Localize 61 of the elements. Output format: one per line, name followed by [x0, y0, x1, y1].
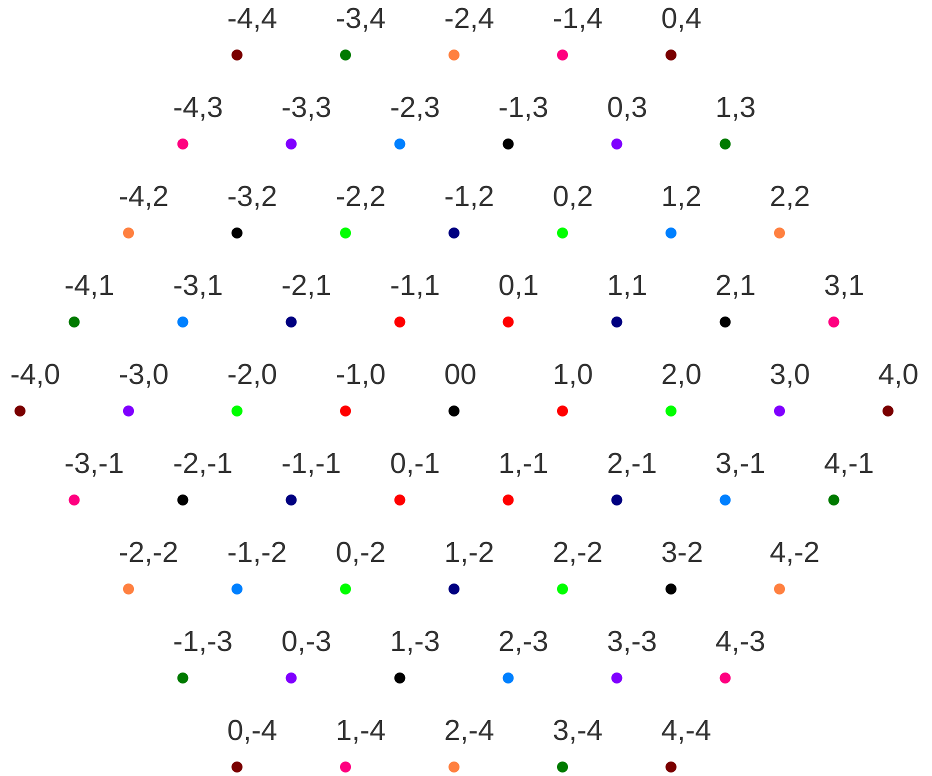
coordinate-label: -1,0	[337, 364, 385, 388]
coordinate-label: -2,-1	[174, 452, 232, 477]
coordinate-label: -1,1	[391, 275, 439, 299]
coordinate-label: 0,-1	[391, 452, 439, 477]
coordinate-label: 0,1	[500, 274, 538, 299]
coordinate-label: 3,-4	[554, 720, 602, 744]
coordinate-label: 1,3	[718, 96, 754, 121]
coordinate-label: 2,1	[716, 274, 754, 299]
coordinate-label: -2,4	[446, 8, 494, 32]
coordinate-label: 0,-2	[336, 542, 384, 566]
coordinate-label: 1,1	[609, 275, 646, 299]
coordinate-label: -2,-2	[120, 542, 177, 566]
coordinate-label: -1,3	[500, 96, 548, 121]
coordinate-label: 3,-3	[608, 630, 656, 655]
coordinate-label: 2,0	[662, 364, 700, 388]
coordinate-label: 0,-3	[282, 630, 330, 655]
coordinate-label: 4,-1	[824, 453, 873, 477]
coordinate-label: -2,0	[228, 364, 276, 388]
coordinate-label: -4,1	[66, 275, 113, 299]
coordinate-label: 00	[445, 364, 476, 384]
coordinate-label: 3,1	[825, 274, 863, 299]
coordinate-label: -4,0	[12, 364, 60, 388]
coordinate-label: 2,-2	[554, 542, 602, 566]
coordinate-label: 3,0	[770, 364, 809, 388]
coordinate-label: -3,2	[228, 186, 276, 210]
coordinate-label: -1,2	[446, 186, 493, 210]
coordinate-label: -1,-1	[282, 453, 340, 477]
coordinate-label: 2,2	[771, 186, 809, 210]
coordinate-label: -3,0	[120, 364, 168, 388]
coordinate-label: -3,3	[282, 96, 330, 121]
coordinate-label: 1,-4	[338, 720, 385, 744]
coordinate-label: 1,0	[554, 364, 592, 388]
coordinate-label: 0,-4	[228, 720, 276, 744]
coordinate-label: 2,-3	[500, 630, 548, 655]
coordinate-label: 1,-1	[500, 453, 547, 477]
coordinate-label: -4,3	[174, 96, 222, 121]
coordinate-label: 0,3	[608, 96, 646, 121]
coordinate-label: 4,0	[878, 364, 918, 388]
coordinate-label: 4,-3	[716, 630, 764, 655]
coordinate-label: 2,-4	[446, 720, 494, 744]
coordinate-label: -4,4	[228, 8, 276, 32]
coordinate-label: 4,-2	[770, 542, 818, 566]
coordinate-label: -3,4	[337, 8, 385, 32]
coordinate-label: 1,2	[663, 186, 700, 210]
coordinate-label: -2,3	[391, 96, 439, 121]
coordinate-label: 3-2	[662, 542, 702, 562]
coordinate-label: 1,-3	[392, 630, 439, 655]
coordinate-label: 3,-1	[716, 452, 764, 477]
coordinate-label: 1,-2	[446, 542, 493, 566]
coordinate-label: 2,-1	[608, 452, 656, 477]
coordinate-label: 0,2	[554, 186, 592, 210]
coordinate-label: -2,2	[337, 186, 384, 210]
coordinate-label: 4,-4	[662, 720, 710, 744]
coordinate-label: -1,-2	[228, 542, 286, 566]
coordinate-label: -3,-1	[66, 452, 123, 477]
coordinate-label: -1,4	[554, 8, 602, 32]
coordinate-label: -3,1	[174, 274, 222, 299]
coordinate-label: 0,4	[662, 8, 701, 32]
coordinate-label: -1,-3	[174, 630, 232, 655]
coordinate-label: -2,1	[282, 274, 330, 299]
coordinate-label: -4,2	[120, 186, 168, 210]
